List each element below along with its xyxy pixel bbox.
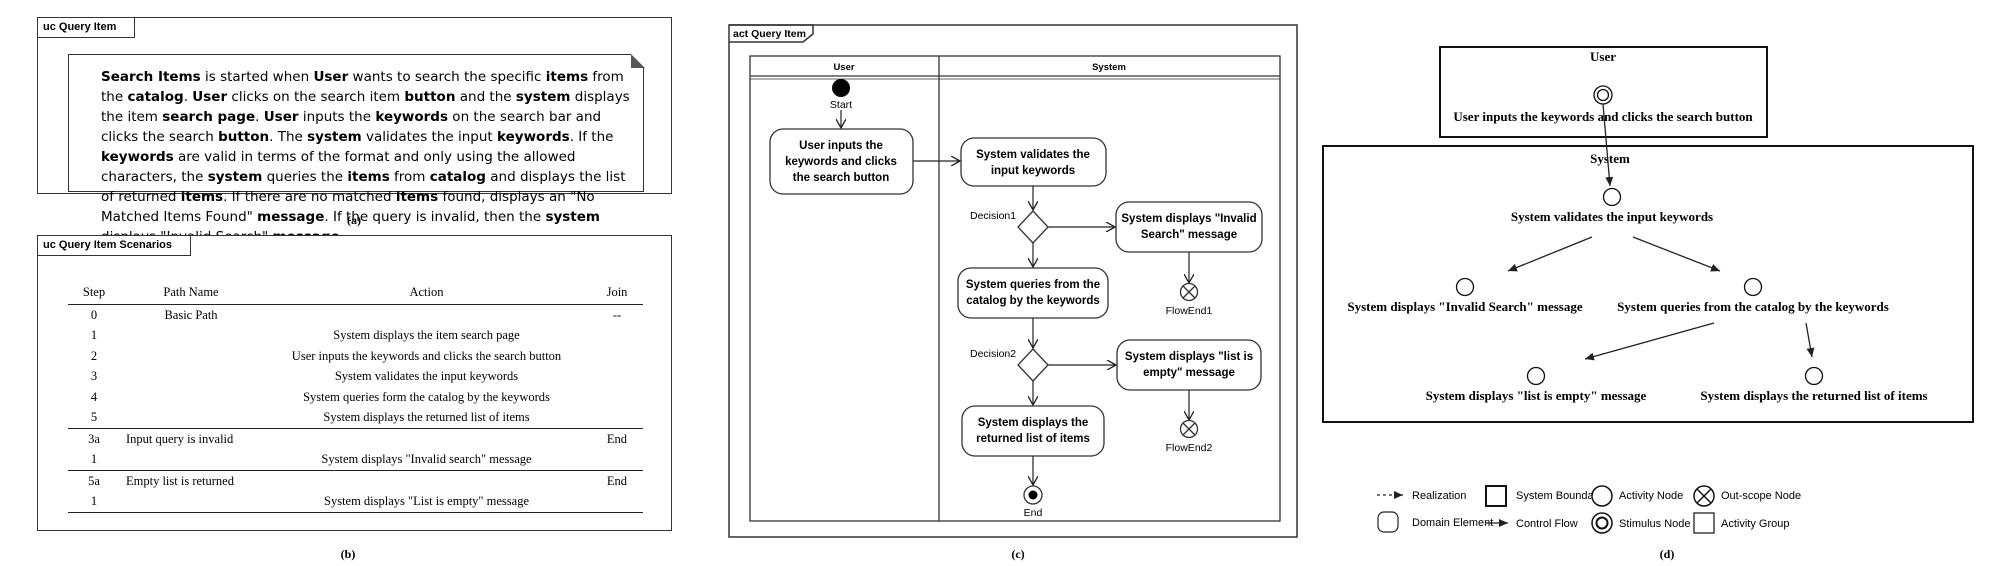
query-line-1: System queries from the xyxy=(966,279,1100,291)
flow-end-1-label: FlowEnd1 xyxy=(1166,305,1213,317)
legend-control-flow: Control Flow xyxy=(1516,518,1578,530)
activity-node-legend-symbol xyxy=(1591,485,1613,507)
end-node-core xyxy=(1028,490,1038,500)
returned-node-label: System displays the returned list of ite… xyxy=(1700,388,1927,403)
stimulus-node-legend-inner xyxy=(1595,516,1609,530)
system-boundary-legend-symbol xyxy=(1485,485,1507,507)
legend-activity-group: Activity Group xyxy=(1721,518,1789,530)
returned-line-2: returned list of items xyxy=(976,433,1090,445)
activity-group-legend-symbol xyxy=(1693,512,1715,534)
decision2-label: Decision2 xyxy=(970,348,1016,360)
caption-d: (d) xyxy=(1659,547,1675,561)
start-node xyxy=(832,79,850,97)
returned-list-action xyxy=(961,405,1105,457)
legend-stimulus-node: Stimulus Node xyxy=(1619,518,1691,530)
header-join: Join xyxy=(591,280,643,305)
frame-tab-shape xyxy=(729,24,814,43)
control-flow-arrow xyxy=(1632,236,1721,272)
header-path: Path Name xyxy=(120,280,262,305)
legend-domain-element: Domain Element xyxy=(1412,517,1493,529)
invalid-line-1: System displays "Invalid xyxy=(1121,213,1256,225)
domain-element-legend-symbol xyxy=(1377,511,1399,533)
legend-activity-node: Activity Node xyxy=(1619,490,1683,502)
table-header-row: Step Path Name Action Join xyxy=(68,280,643,305)
user-node-label: User inputs the keywords and clicks the … xyxy=(1453,109,1753,124)
frame-title: uc Query Item Scenarios xyxy=(38,236,191,256)
stimulus-node-inner xyxy=(1596,88,1610,102)
activity-node-empty xyxy=(1526,366,1546,386)
control-flow-arrow xyxy=(1507,236,1593,272)
invalid-line-2: Search" message xyxy=(1141,229,1237,241)
flow-end-2-label: FlowEnd2 xyxy=(1166,442,1213,454)
lane-user-label: User xyxy=(833,62,854,73)
legend-outscope-node: Out-scope Node xyxy=(1721,490,1801,502)
decision1-label: Decision1 xyxy=(970,210,1016,222)
lane-system-label: System xyxy=(1092,62,1126,73)
control-flow-arrow xyxy=(1602,103,1614,187)
empty-line-2: empty" message xyxy=(1143,367,1235,379)
query-action xyxy=(957,267,1109,319)
activity-node-invalid xyxy=(1455,277,1475,297)
outscope-legend-cross xyxy=(1696,488,1712,504)
activity-node-validate xyxy=(1602,187,1622,207)
start-label: Start xyxy=(830,99,852,111)
legend-realization: Realization xyxy=(1412,490,1466,502)
note-corner xyxy=(630,53,645,68)
activity-node-returned xyxy=(1804,366,1824,386)
use-case-note: Search Items is started when User wants … xyxy=(68,53,645,245)
behavior-model-diagram: User User inputs the keywords and clicks… xyxy=(1322,46,1974,534)
header-action: Action xyxy=(262,280,591,305)
invalid-search-action xyxy=(1115,201,1263,253)
scenario-frame: uc Query Item Scenarios Step Path Name A… xyxy=(37,235,672,531)
caption-a: (a) xyxy=(347,213,361,227)
user-group-label: User xyxy=(1590,49,1616,64)
query-node-label: System queries from the catalog by the k… xyxy=(1617,299,1889,314)
user-input-line-3: the search button xyxy=(793,172,889,184)
activity-diagram: act Query Item User System Start User in… xyxy=(728,24,1298,538)
user-input-line-1: User inputs the xyxy=(799,140,883,152)
flow-end-1-cross xyxy=(1182,285,1196,299)
user-input-line-2: keywords and clicks xyxy=(785,156,897,168)
list-empty-action xyxy=(1116,339,1262,391)
validate-line-1: System validates the xyxy=(976,149,1090,161)
end-label: End xyxy=(1024,507,1043,519)
validate-action xyxy=(960,137,1107,187)
empty-line-1: System displays "list is xyxy=(1125,351,1253,363)
swimlane-area xyxy=(749,55,1281,522)
activity-node-query xyxy=(1743,277,1763,297)
returned-line-1: System displays the xyxy=(978,417,1089,429)
control-flow-arrow xyxy=(1805,322,1815,358)
query-line-2: catalog by the keywords xyxy=(966,295,1100,307)
invalid-node-label: System displays "Invalid Search" message xyxy=(1347,299,1582,314)
legend-system-boundary: System Boundary xyxy=(1516,490,1603,502)
system-activity-group xyxy=(1322,145,1974,423)
control-flow-arrow xyxy=(1584,322,1715,361)
validate-node-label: System validates the input keywords xyxy=(1511,209,1713,224)
header-step: Step xyxy=(68,280,120,305)
empty-node-label: System displays "list is empty" message xyxy=(1426,388,1647,403)
use-case-frame: uc Query Item Search Items is started wh… xyxy=(37,17,672,245)
validate-line-2: input keywords xyxy=(991,165,1075,177)
frame-title: uc Query Item xyxy=(38,18,136,38)
flow-end-2-cross xyxy=(1182,422,1196,436)
system-group-label: System xyxy=(1590,151,1630,166)
caption-c: (c) xyxy=(1011,547,1025,561)
frame-title: act Query Item xyxy=(733,28,806,40)
caption-b: (b) xyxy=(340,547,356,561)
